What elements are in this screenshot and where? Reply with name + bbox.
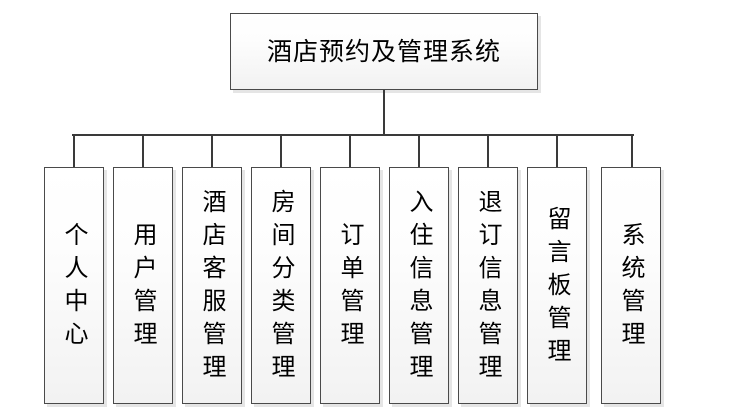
node-personal-center[interactable]: 个人中心 (44, 167, 104, 404)
node-label: 用户管理 (129, 222, 157, 354)
root-node-label: 酒店预约及管理系统 (266, 37, 501, 66)
root-node[interactable]: 酒店预约及管理系统 (230, 13, 538, 90)
node-label: 退订信息管理 (474, 189, 502, 387)
node-user-management[interactable]: 用户管理 (113, 167, 173, 404)
connector-root-stem (383, 90, 385, 135)
node-label: 个人中心 (60, 222, 88, 354)
connector-drop-2 (142, 134, 144, 168)
node-label: 入住信息管理 (405, 189, 433, 387)
node-hotel-customer-service-management[interactable]: 酒店客服管理 (182, 167, 242, 404)
node-system-management[interactable]: 系统管理 (601, 167, 661, 404)
connector-drop-9 (631, 134, 633, 168)
node-label: 系统管理 (617, 222, 645, 354)
node-cancellation-info-management[interactable]: 退订信息管理 (458, 167, 518, 404)
connector-drop-5 (349, 134, 351, 168)
connector-drop-1 (73, 134, 75, 168)
connector-drop-8 (556, 134, 558, 168)
node-message-board-management[interactable]: 留言板管理 (527, 167, 587, 404)
node-label: 留言板管理 (543, 205, 571, 371)
node-checkin-info-management[interactable]: 入住信息管理 (389, 167, 449, 404)
node-label: 房间分类管理 (267, 189, 295, 387)
node-order-management[interactable]: 订单管理 (320, 167, 380, 404)
connector-drop-4 (280, 134, 282, 168)
connector-bus (72, 134, 634, 136)
node-room-category-management[interactable]: 房间分类管理 (251, 167, 311, 404)
node-label: 订单管理 (336, 222, 364, 354)
connector-drop-7 (487, 134, 489, 168)
connector-drop-3 (211, 134, 213, 168)
node-label: 酒店客服管理 (198, 189, 226, 387)
connector-drop-6 (418, 134, 420, 168)
